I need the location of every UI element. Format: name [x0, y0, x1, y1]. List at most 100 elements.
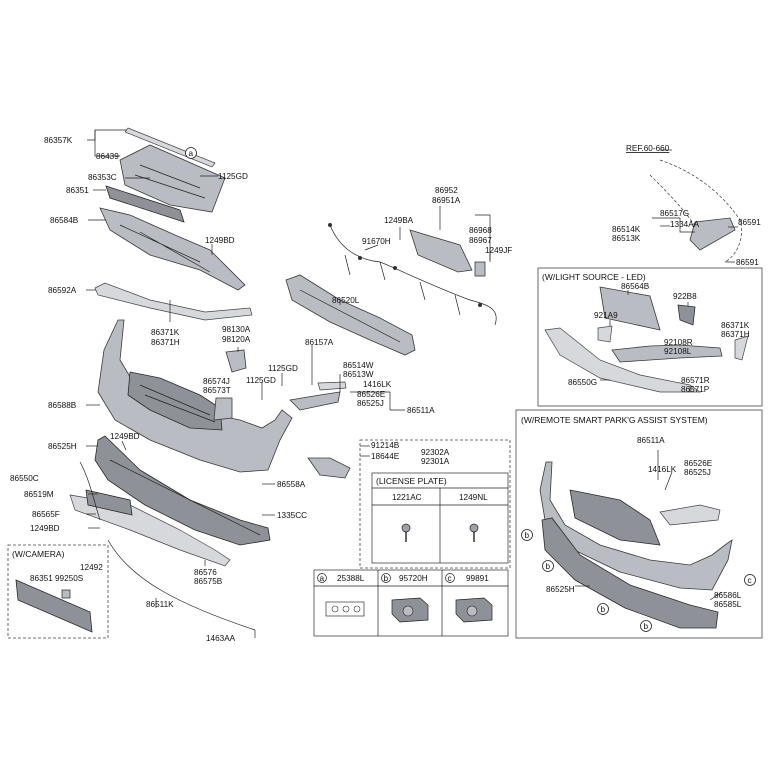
- label-86517G: 86517G: [660, 209, 689, 218]
- label-921A9: 921A9: [594, 311, 618, 320]
- label-86513K: 86513K: [612, 234, 641, 243]
- label-86371K: 86371K: [151, 328, 180, 337]
- label-86525J-a: 86525J: [357, 399, 384, 408]
- trim-92108R: [611, 344, 723, 363]
- label-1249BD-c: 1249BD: [30, 524, 60, 533]
- upper-grille-assembly: [94, 127, 253, 321]
- label-1125GD-a: 1125GD: [218, 172, 248, 181]
- label-1249JF: 1249JF: [485, 246, 512, 255]
- callout-c1: [744, 574, 756, 586]
- screw-1221AC-icon: [401, 523, 411, 542]
- legend-c-part: 99891: [466, 574, 489, 583]
- label-86951A: 86951A: [432, 196, 461, 205]
- legend-a-letter: a: [320, 574, 325, 583]
- bracket-86574J: [213, 397, 233, 421]
- label-86519M: 86519M: [24, 490, 54, 499]
- label-86571R: 86571R: [681, 376, 710, 385]
- bracket-86968: [474, 261, 486, 277]
- label-86351: 86351: [66, 186, 89, 195]
- label-91670H: 91670H: [362, 237, 391, 246]
- label-86514K: 86514K: [612, 225, 641, 234]
- label-86511K: 86511K: [146, 600, 174, 609]
- bracket-86514W: [289, 391, 341, 411]
- screw-1249NL-icon: [469, 523, 479, 542]
- label-86550C: 86550C: [10, 474, 39, 483]
- callout-b1-text: b: [525, 531, 530, 540]
- label-86371H-r: 86371H: [721, 330, 750, 339]
- legend-a-part: 25388L: [337, 574, 365, 583]
- lower-molding-86511K: [107, 539, 256, 631]
- label-86511A-a: 86511A: [407, 406, 435, 415]
- label-1335CC: 1335CC: [277, 511, 307, 520]
- label-86968: 86968: [469, 226, 492, 235]
- license-bracket-86519M: [85, 489, 133, 516]
- label-92302A: 92302A: [421, 448, 450, 457]
- label-92108R: 92108R: [664, 338, 693, 347]
- label-18644E: 18644E: [371, 452, 400, 461]
- label-86526E-b: 86526E: [684, 459, 713, 468]
- label-86574J: 86574J: [203, 377, 230, 386]
- sensor-99891-icon: [455, 597, 493, 623]
- label-86353C: 86353C: [88, 173, 117, 182]
- license-col1: 1221AC: [392, 493, 422, 502]
- label-1125GD-b: 1125GD: [268, 364, 298, 373]
- label-86571P: 86571P: [681, 385, 710, 394]
- label-1334AA: 1334AA: [670, 220, 700, 229]
- label-86564B: 86564B: [621, 282, 650, 291]
- camera-grille-86351: [15, 579, 93, 633]
- label-12492: 12492: [80, 563, 103, 572]
- label-86591-a: 86591: [738, 218, 761, 227]
- fog-lamp-86558A: [307, 457, 351, 479]
- camera-option-box: [7, 544, 109, 639]
- label-86439: 86439: [96, 152, 119, 161]
- label-1249BD-b: 1249BD: [110, 432, 140, 441]
- trim-86371K-r: [734, 335, 749, 361]
- label-86586L: 86586L: [714, 591, 742, 600]
- label-86592A: 86592A: [48, 286, 77, 295]
- label-86525J-b: 86525J: [684, 468, 711, 477]
- lower-bumper-86525H: [94, 435, 271, 546]
- label-REF: REF.60-660: [626, 144, 670, 153]
- license-box-title: (LICENSE PLATE): [376, 476, 447, 486]
- front-bumper-cover-left: [97, 319, 293, 473]
- label-86573T: 86573T: [203, 386, 231, 395]
- led-option-box: [537, 267, 763, 407]
- label-86525H: 86525H: [48, 442, 77, 451]
- callout-b4: [640, 620, 652, 632]
- label-86576: 86576: [194, 568, 217, 577]
- label-86591-b: 86591: [736, 258, 759, 267]
- callout-b2-text: b: [546, 562, 551, 571]
- label-99250S: 99250S: [55, 574, 84, 583]
- label-86513W: 86513W: [343, 370, 374, 379]
- callout-a1-text: a: [189, 149, 194, 158]
- ref-fender-outline: [649, 159, 742, 263]
- callout-b4-text: b: [644, 622, 649, 631]
- label-86371K-r: 86371K: [721, 321, 750, 330]
- lamp-922B8: [677, 304, 696, 326]
- upper-grille-plate: [119, 144, 226, 213]
- lamp-921A9: [597, 325, 613, 343]
- chrome-molding-86592A: [94, 282, 253, 321]
- camera-unit: [61, 589, 71, 599]
- label-98130A: 98130A: [222, 325, 251, 334]
- label-86357K: 86357K: [44, 136, 73, 145]
- label-86526E-a: 86526E: [357, 390, 386, 399]
- spas-option-box: [515, 409, 763, 639]
- label-86584B: 86584B: [50, 216, 79, 225]
- label-86525H-r: 86525H: [546, 585, 575, 594]
- label-1416LK-b: 1416LK: [648, 465, 677, 474]
- callout-c1-text: c: [748, 576, 752, 585]
- label-86514W: 86514W: [343, 361, 374, 370]
- legend-b-part: 95720H: [399, 574, 428, 583]
- label-1416LK-a: 1416LK: [363, 380, 392, 389]
- label-86967: 86967: [469, 236, 492, 245]
- license-dashed-area: [359, 439, 511, 569]
- callout-b2: [542, 560, 554, 572]
- spas-box-title: (W/REMOTE SMART PARK'G ASSIST SYSTEM): [521, 415, 708, 425]
- led-box-title: (W/LIGHT SOURCE - LED): [542, 272, 646, 282]
- label-86351-camera: 86351: [30, 574, 53, 583]
- callout-b3: [597, 603, 609, 615]
- label-92108L: 92108L: [664, 347, 692, 356]
- label-91214B: 91214B: [371, 441, 400, 450]
